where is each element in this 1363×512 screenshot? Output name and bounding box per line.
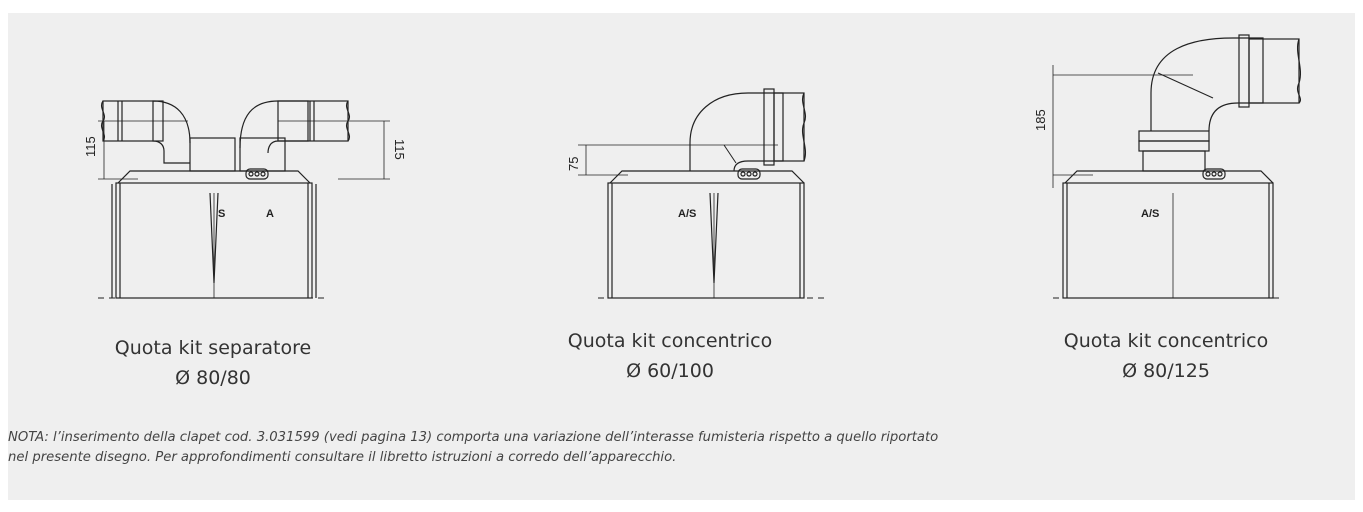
- dimension-label-right: 115: [392, 139, 407, 160]
- concentrico-60-100-drawing: 75 A/S: [566, 88, 824, 299]
- caption-diameter: Ø 60/100: [626, 360, 714, 382]
- label-as: A/S: [678, 208, 696, 220]
- figure-separatore: 115 115 S A: [78, 53, 407, 313]
- diagram-panel: 115 115 S A: [8, 13, 1355, 500]
- caption-concentrico-60-100: Quota kit concentrico Ø 60/100: [520, 326, 820, 386]
- caption-title: Quota kit concentrico: [567, 330, 773, 352]
- label-as: A/S: [1141, 208, 1159, 220]
- caption-diameter: Ø 80/125: [1122, 360, 1210, 382]
- label-s: S: [218, 208, 225, 220]
- figure-concentrico-60-100: 75 A/S: [566, 53, 838, 313]
- dimension-label: 185: [1033, 109, 1048, 131]
- dimension-label: 115: [83, 136, 98, 157]
- caption-title: Quota kit concentrico: [1063, 330, 1269, 352]
- concentrico-80-125-drawing: 185 A/S: [1033, 34, 1302, 299]
- caption-title: Quota kit separatore: [114, 337, 312, 359]
- footnote-line-2: nel presente disegno. Per approfondiment…: [8, 450, 677, 465]
- dimension-label: 75: [566, 157, 581, 171]
- label-a: A: [266, 208, 274, 220]
- caption-separatore: Quota kit separatore Ø 80/80: [63, 333, 363, 393]
- separatore-drawing: 115 115 S A: [83, 100, 407, 299]
- caption-concentrico-80-125: Quota kit concentrico Ø 80/125: [1016, 326, 1316, 386]
- footnote-line-1: NOTA: l’inserimento della clapet cod. 3.…: [8, 430, 939, 445]
- caption-diameter: Ø 80/80: [175, 367, 251, 389]
- figure-concentrico-80-125: 185 A/S: [1033, 34, 1323, 313]
- footnote: NOTA: l’inserimento della clapet cod. 3.…: [8, 428, 1348, 468]
